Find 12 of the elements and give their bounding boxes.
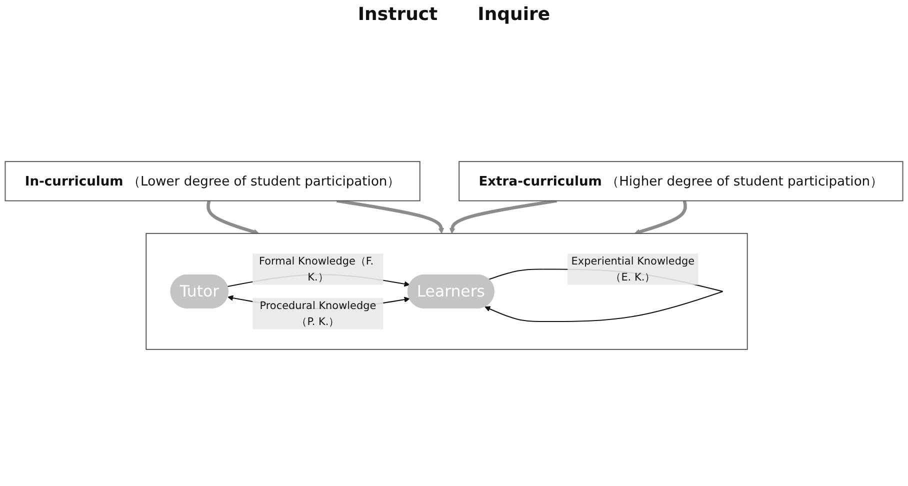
edge-label: Formal Knowledge（F. K.） <box>259 254 374 283</box>
cluster <box>146 232 748 350</box>
arrow <box>634 200 687 235</box>
arrow <box>336 199 444 234</box>
node-box: Extra-curriculum （Higher degree of student participation） <box>458 161 904 202</box>
stage-label: Instruct <box>358 4 438 25</box>
arrow <box>206 200 260 235</box>
node-box: In-curriculum （Lower degree of student participation） <box>4 161 420 202</box>
arrow <box>449 199 558 234</box>
edge-label: Experiential Knowledge（E. K.） <box>571 254 695 283</box>
edge-label: Procedural Knowledge（P. K.） <box>260 299 376 328</box>
stage-label: Inquire <box>478 4 550 25</box>
